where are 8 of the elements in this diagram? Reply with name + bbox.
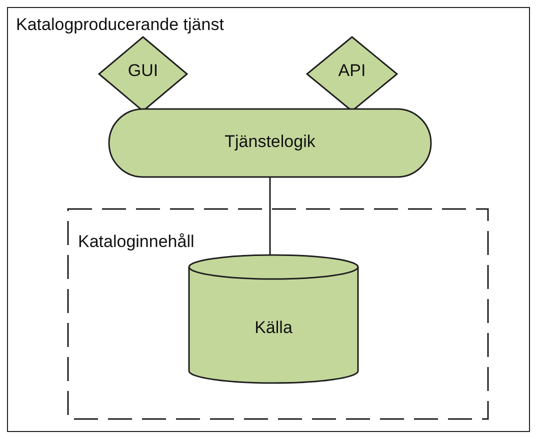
node-label: Källa — [254, 319, 294, 338]
group-title: Kataloginnehåll — [78, 233, 194, 252]
node-label: Tjänstelogik — [224, 133, 316, 152]
service-boundary-box — [7, 7, 530, 432]
node-label: API — [337, 62, 367, 81]
connector-line — [269, 177, 271, 255]
node-label: GUI — [126, 62, 160, 81]
group-title: Katalogproducerande tjänst — [16, 16, 224, 35]
